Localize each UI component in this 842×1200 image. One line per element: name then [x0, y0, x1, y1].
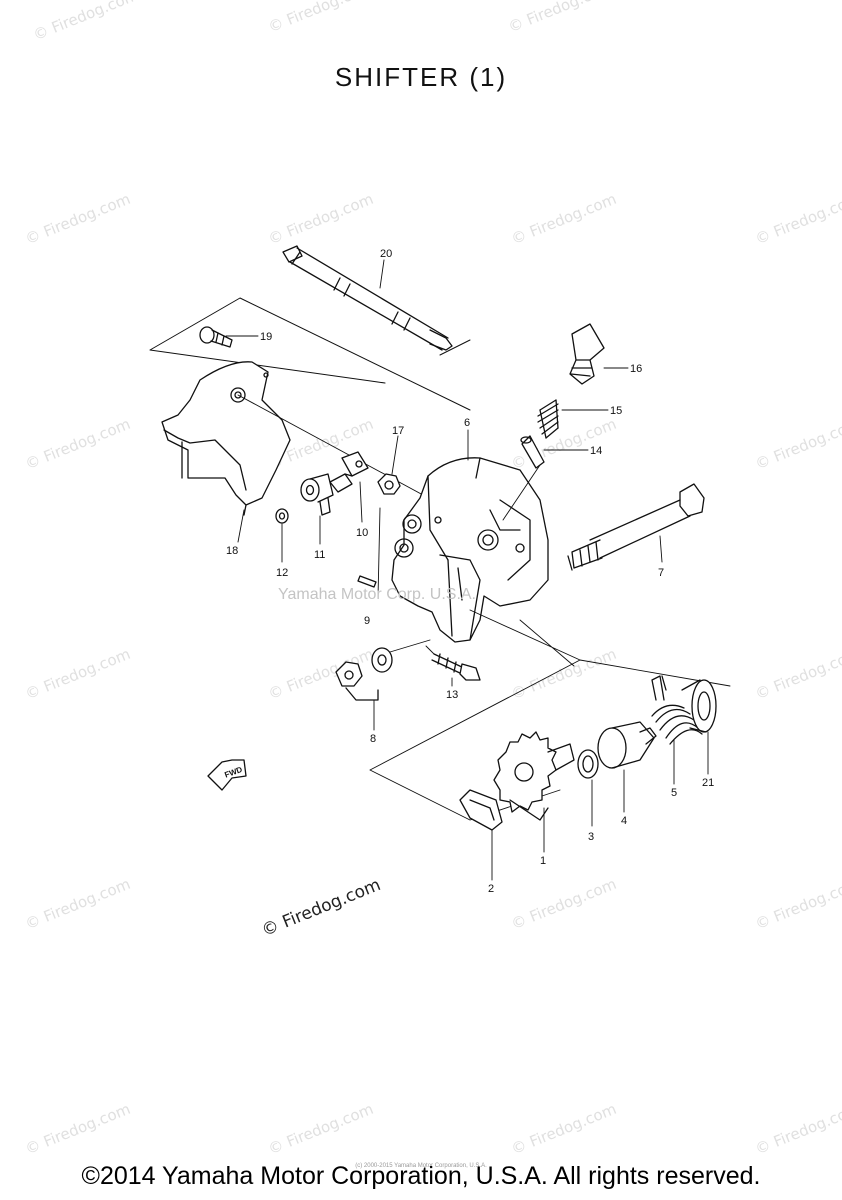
label-part-3: 3	[588, 831, 594, 843]
part-19-screw	[199, 326, 233, 348]
label-part-7: 7	[658, 567, 664, 579]
page-title: SHIFTER (1)	[334, 62, 508, 92]
tiny-copyright: (c) 2000-2015 Yamaha Motor Corporation, …	[355, 1163, 487, 1169]
part-7-bolt	[567, 483, 705, 571]
part-17-nut	[377, 473, 401, 495]
label-part-13: 13	[446, 689, 458, 701]
label-part-10: 10	[356, 527, 368, 539]
fwd-arrow-icon	[207, 759, 247, 791]
label-part-11: 11	[314, 549, 325, 561]
part-18-cover-plate	[161, 361, 291, 516]
part-13-screw	[425, 645, 481, 681]
label-part-6: 6	[464, 417, 470, 429]
label-part-15: 15	[610, 405, 622, 417]
label-part-1: 1	[540, 855, 546, 867]
center-watermark: Yamaha Motor Corp. U.S.A.	[278, 586, 476, 603]
part-4-roller	[597, 721, 657, 769]
label-part-20: 20	[380, 248, 392, 260]
part-9-pin	[357, 575, 377, 588]
label-part-2: 2	[488, 883, 494, 895]
part-3-washer	[577, 749, 599, 779]
copyright-footer: ©2014 Yamaha Motor Corporation, U.S.A. A…	[81, 1162, 761, 1190]
label-part-17: 17	[392, 425, 404, 437]
label-part-4: 4	[621, 815, 627, 827]
part-12-washer	[275, 508, 289, 524]
label-part-5: 5	[671, 787, 677, 799]
label-part-9: 9	[364, 615, 370, 627]
label-part-8: 8	[370, 733, 376, 745]
label-part-12: 12	[276, 567, 288, 579]
label-part-19: 19	[260, 331, 272, 343]
label-part-16: 16	[630, 363, 642, 375]
part-20-shaft	[282, 245, 453, 351]
label-part-21: 21	[702, 777, 714, 789]
part-10-block	[329, 451, 369, 493]
part-11-block	[300, 473, 334, 516]
part-1-gear	[493, 731, 575, 821]
part-14-pin	[502, 435, 545, 521]
label-part-14: 14	[590, 445, 602, 457]
part-8-nuts	[335, 639, 431, 701]
part-15-spring	[537, 399, 559, 439]
part-21-collar	[681, 679, 717, 733]
part-16-bolt	[569, 323, 605, 385]
part-2-clip	[459, 789, 503, 831]
part-6-housing	[391, 457, 549, 643]
label-part-18: 18	[226, 545, 238, 557]
part-5-spring	[651, 675, 703, 745]
